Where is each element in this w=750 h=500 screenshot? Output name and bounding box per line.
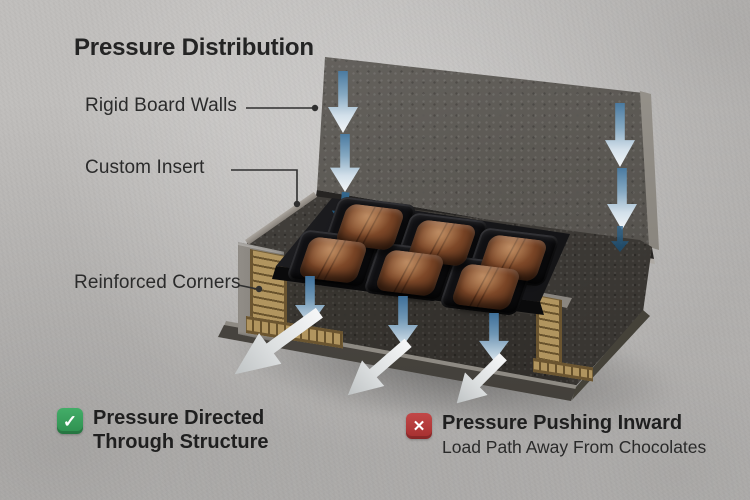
legend-directed-line1: Pressure Directed (93, 407, 265, 429)
page-title: Pressure Distribution (74, 34, 314, 61)
legend-inward-line1: Pressure Pushing Inward (442, 412, 683, 434)
callout-reinforced-corners: Reinforced Corners (74, 272, 241, 293)
callout-custom-insert: Custom Insert (85, 157, 205, 178)
legend-pressure-inward: ✕ Pressure Pushing Inward Load Path Away… (406, 412, 706, 460)
check-icon: ✓ (57, 408, 83, 434)
callout-rigid-board-walls: Rigid Board Walls (85, 95, 237, 116)
legend-directed-line2: Through Structure (93, 431, 269, 453)
legend-pressure-directed: ✓ Pressure Directed Through Structure (57, 407, 269, 454)
legend-inward-line2: Load Path Away From Chocolates (442, 437, 707, 457)
cross-icon: ✕ (406, 413, 432, 439)
